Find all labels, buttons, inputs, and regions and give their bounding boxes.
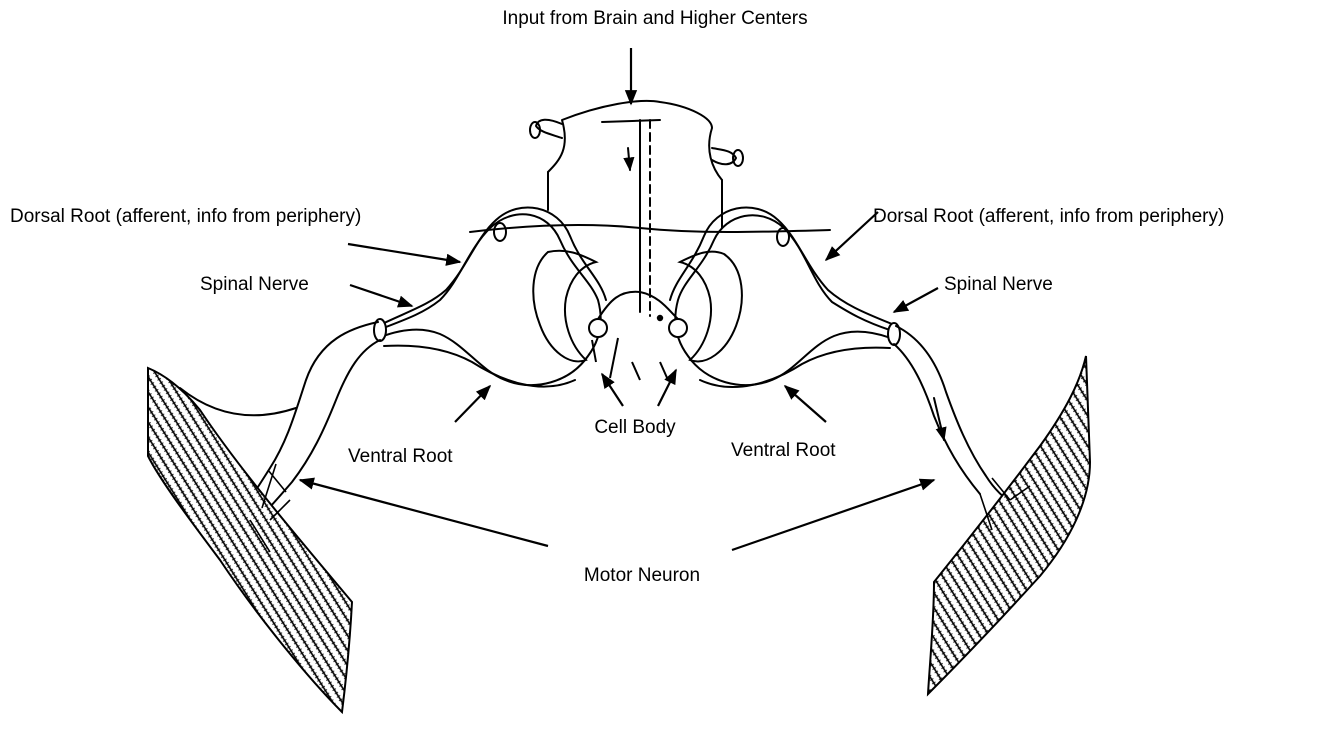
label-ventral-root-right: Ventral Root — [731, 440, 836, 461]
left-cell-body — [589, 319, 607, 337]
dorsal-root-right-arrow — [826, 212, 878, 260]
spinal-nerve-left-arrow — [350, 285, 412, 306]
label-dorsal-root-right: Dorsal Root (afferent, info from periphe… — [873, 206, 1224, 227]
right-root-loop — [494, 207, 896, 387]
left-root-loop — [378, 207, 606, 386]
right-gray-horn — [680, 252, 742, 362]
label-ventral-root-left: Ventral Root — [348, 446, 453, 467]
spinal-nerve-right-arrow — [894, 288, 938, 312]
left-muscle — [148, 368, 352, 712]
right-nerve-path — [894, 326, 1026, 512]
cell-bodies — [589, 292, 687, 380]
dorsal-root-left-arrow — [348, 244, 460, 262]
label-spinal-nerve-left: Spinal Nerve — [200, 274, 309, 295]
cell-body-left-arrow — [602, 374, 623, 406]
ventral-root-right-arrow — [785, 386, 826, 422]
motor-neuron-left-arrow — [300, 480, 548, 546]
cord-upper-section — [548, 101, 722, 180]
right-cell-body — [669, 319, 687, 337]
label-dorsal-root-left: Dorsal Root (afferent, info from periphe… — [10, 206, 361, 227]
pointer-arrows — [300, 48, 938, 550]
label-spinal-nerve-right: Spinal Nerve — [944, 274, 1053, 295]
motor-neuron-right-arrow — [732, 480, 934, 550]
label-motor-neuron: Motor Neuron — [584, 565, 700, 586]
label-input: Input from Brain and Higher Centers — [502, 8, 807, 29]
ventral-root-left-arrow — [455, 386, 490, 422]
label-cell-body: Cell Body — [594, 417, 676, 438]
